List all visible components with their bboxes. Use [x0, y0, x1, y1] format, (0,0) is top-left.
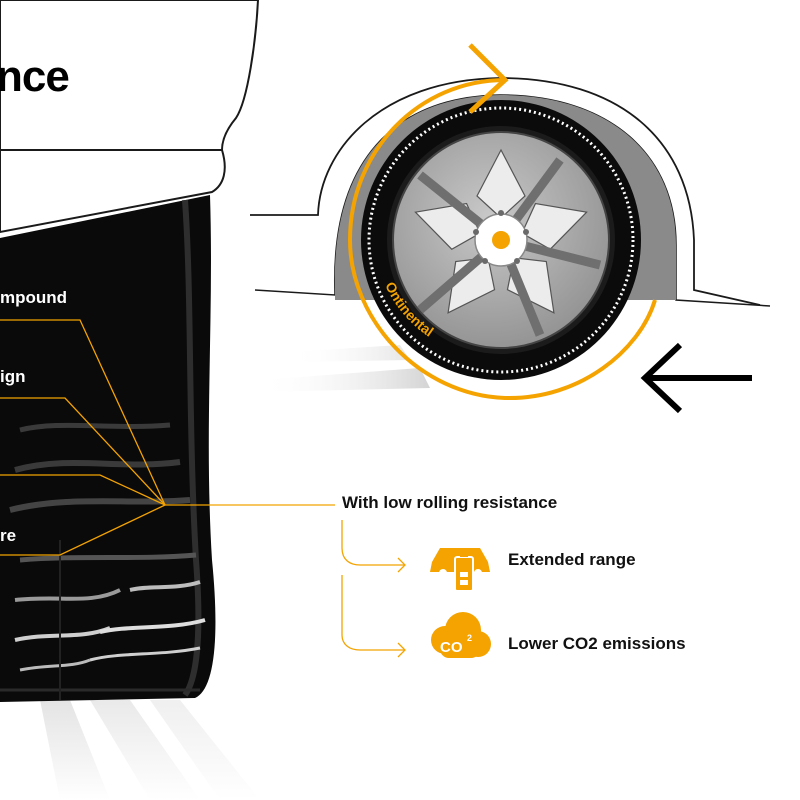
tire-cross-section	[0, 195, 216, 702]
rotation-arrow	[347, 43, 657, 401]
benefit-lower-co2: Lower CO2 emissions	[508, 634, 686, 653]
direction-arrow-icon	[640, 342, 752, 414]
rim	[392, 131, 610, 349]
tire-label-structure: re	[0, 526, 17, 545]
motion-lines	[260, 345, 430, 392]
svg-text:2: 2	[467, 633, 472, 643]
tire-label-design: ign	[0, 367, 26, 386]
benefit-extended-range: Extended range	[508, 550, 636, 569]
page-title: nce	[0, 52, 70, 101]
svg-text:CO: CO	[440, 639, 463, 656]
light-beams	[40, 700, 260, 800]
electric-car-battery-icon	[430, 548, 490, 592]
callout-lines	[0, 319, 335, 556]
benefit-connectors	[341, 520, 406, 658]
tire-label-compound: mpound	[0, 288, 68, 307]
car-body-left	[0, 0, 260, 234]
low-rolling-resistance-label: With low rolling resistance	[342, 493, 558, 512]
co2-cloud-icon: CO 2	[431, 612, 491, 658]
